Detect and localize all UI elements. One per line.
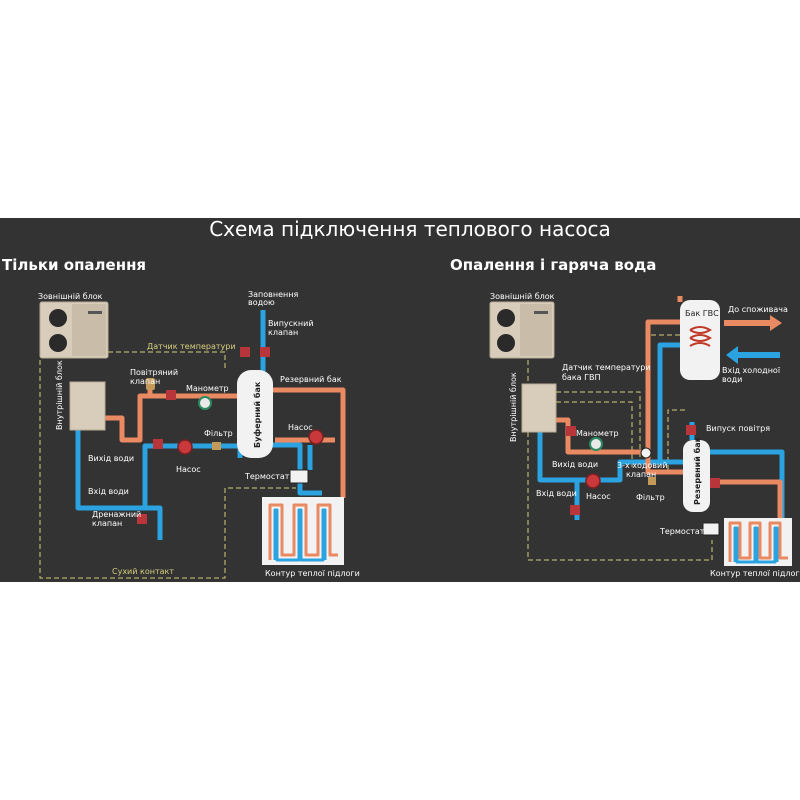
label-water-in-left: Вхід води: [88, 487, 129, 496]
label-reserve-tank-right: Резервний бак: [692, 436, 702, 505]
label-thermostat-right: Термостат: [659, 527, 705, 536]
label-water-in-right: Вхід води: [536, 489, 577, 498]
label-pump2-left: Насос: [288, 423, 313, 432]
control-wire-right: [527, 360, 713, 561]
hot-pipe-floor-right: [710, 479, 783, 518]
arrow-left-icon: [726, 346, 780, 364]
valve-icon: [566, 426, 576, 436]
label-outdoor-unit-right: Зовнішній блок: [490, 292, 555, 301]
label-temp-sensor-left: Датчик температури: [147, 342, 236, 351]
dhw-sensor-wire: [649, 334, 680, 462]
valve-icon: [686, 425, 696, 435]
coil-icon: [689, 326, 712, 347]
floor-loop-left: [262, 497, 344, 565]
cold-pipe-return: [75, 404, 163, 540]
label-indoor-unit-left: Внутрішній блок: [55, 360, 64, 430]
outdoor-unit-left: [39, 301, 109, 359]
label-filter-right: Фільтр: [636, 493, 665, 502]
hot-pipe-reserve-right: [645, 452, 683, 475]
label-release-valve-2: клапан: [268, 328, 298, 337]
temp-sensor-wire: [108, 351, 226, 368]
valve-icon: [260, 347, 270, 357]
sensor-wire-right: [556, 391, 641, 462]
dry-contact-wire: [39, 360, 296, 579]
pump-icon: [308, 429, 324, 445]
label-manometer-right: Манометр: [576, 429, 619, 438]
valve-icon: [240, 347, 250, 357]
label-temp-sensor-right-2: бака ГВП: [562, 373, 601, 382]
valve-wire: [667, 409, 685, 470]
label-air-release: Випуск повітря: [706, 424, 770, 433]
floor-loop-right: [724, 518, 792, 566]
arrow-right-icon: [724, 315, 782, 331]
cold-pipe-floor-return: [255, 442, 322, 496]
label-three-way-1: 3-х ходовий: [617, 461, 667, 470]
right-heading: Опалення і гаряча вода: [450, 256, 656, 274]
sensor-wire-right-2: [556, 401, 633, 470]
label-release-valve-1: Випускний: [268, 319, 314, 328]
label-water-out-left: Вихід води: [88, 454, 134, 463]
air-valve-icon: [146, 378, 155, 390]
valve-icon: [153, 439, 163, 449]
cold-pipe-floor-right: [710, 449, 785, 518]
indoor-unit-left: [69, 381, 106, 431]
valve-icon: [710, 478, 720, 488]
label-dhw-tank: Бак ГВС: [685, 309, 719, 318]
label-outdoor-unit-left: Зовнішній блок: [38, 292, 103, 301]
filter-icon: [648, 477, 656, 485]
label-cold-in-2: води: [722, 375, 742, 384]
diagram-panel: [0, 218, 800, 582]
cold-pipe-dhw: [657, 342, 680, 462]
label-fill-water-1: Заповнення: [248, 290, 298, 299]
label-water-out-right: Вихід води: [552, 460, 598, 469]
diagram-title: Схема підключення теплового насоса: [209, 217, 611, 241]
drain-valve-icon: [137, 514, 147, 524]
label-dry-contact: Сухий контакт: [112, 567, 174, 576]
label-thermostat-left: Термостат: [244, 472, 290, 481]
label-indoor-unit-right: Внутрішній блок: [509, 372, 518, 442]
thermostat-icon: [702, 522, 720, 536]
label-drain-valve-1: Дренажний: [92, 510, 141, 519]
hot-pipe-reserve: [270, 387, 346, 498]
cold-pipe-in-right: [537, 430, 580, 520]
label-floor-loop-right: Контур теплої підлоги: [710, 569, 800, 578]
valve-icon: [166, 390, 176, 400]
buffer-tank: [237, 370, 273, 458]
label-buffer-tank: Буферний бак: [252, 381, 262, 448]
label-floor-loop-left: Контур теплої підлоги: [265, 569, 360, 578]
hot-pipe-supply: [105, 393, 240, 443]
left-diagram: Зовнішній блок Внутрішній блок Датчик те…: [38, 290, 360, 579]
cold-pipe-pump: [142, 443, 240, 508]
three-way-valve-icon: [640, 447, 652, 459]
pump-icon: [585, 473, 601, 489]
label-pump-left: Насос: [176, 465, 201, 474]
manometer-icon: [198, 396, 212, 410]
filter-icon: [212, 442, 221, 450]
label-reserve-tank-left: Резервний бак: [280, 375, 342, 384]
thermostat-icon: [289, 469, 309, 484]
label-manometer-left: Манометр: [186, 384, 229, 393]
outdoor-unit-right: [489, 301, 555, 359]
label-air-valve-1: Повітряний: [130, 368, 178, 377]
label-filter-left: Фільтр: [204, 429, 233, 438]
label-cold-in-1: Вхід холодної: [722, 366, 781, 375]
left-heading: Тільки опалення: [2, 256, 146, 274]
right-diagram: Зовнішній блок Внутрішній блок Датчик те…: [489, 292, 800, 578]
pump-icon: [177, 439, 193, 455]
reserve-tank-right: [683, 440, 710, 512]
indoor-unit-right: [521, 383, 557, 433]
manometer-icon: [589, 437, 603, 451]
hot-pipe-dhw: [645, 319, 680, 452]
label-drain-valve-2: клапан: [92, 519, 122, 528]
label-pump-right: Насос: [586, 492, 611, 501]
label-three-way-2: клапан: [626, 470, 656, 479]
label-to-consumer: До споживача: [728, 305, 788, 314]
valve-icon: [570, 505, 580, 515]
label-fill-water-2: водою: [248, 298, 275, 307]
label-air-valve-2: клапан: [130, 377, 160, 386]
label-temp-sensor-right-1: Датчик температури: [562, 363, 651, 372]
